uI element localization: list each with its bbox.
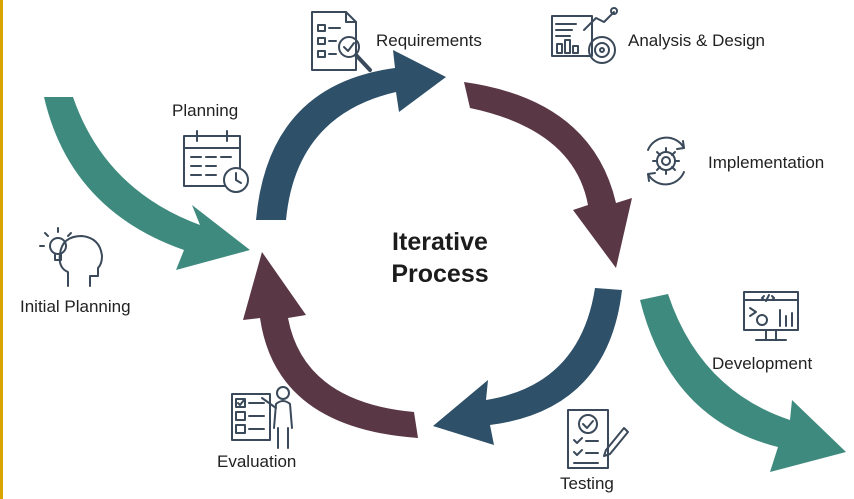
label-planning: Planning — [172, 101, 239, 120]
head-lightbulb-icon — [39, 227, 103, 287]
center-title: Iterative Process — [340, 226, 540, 290]
exit-arrow — [640, 294, 846, 472]
label-testing: Testing — [560, 474, 614, 493]
checklist-pen-icon — [567, 409, 629, 469]
presenter-board-icon — [231, 386, 293, 449]
monitor-code-icon — [743, 291, 799, 341]
label-development: Development — [712, 354, 813, 373]
label-initial-planning: Initial Planning — [20, 297, 131, 316]
cycle-arrow-bottom-right — [433, 288, 622, 445]
requirements-doc-icon — [311, 11, 372, 72]
label-implementation: Implementation — [708, 153, 825, 172]
label-requirements: Requirements — [376, 31, 482, 50]
cycle-arrow-top-left — [256, 50, 446, 220]
gear-cycle-icon — [647, 136, 685, 186]
center-title-line2: Process — [391, 260, 489, 288]
label-analysis-design: Analysis & Design — [628, 31, 766, 50]
calendar-clock-icon — [183, 130, 249, 193]
analytics-dashboard-icon — [551, 7, 618, 64]
label-evaluation: Evaluation — [217, 452, 297, 471]
left-accent-border — [0, 0, 3, 499]
center-title-line1: Iterative — [392, 228, 488, 256]
entry-arrow — [44, 97, 250, 270]
cycle-arrow-top-right — [464, 82, 632, 268]
cycle-arrow-bottom-left — [243, 252, 418, 438]
